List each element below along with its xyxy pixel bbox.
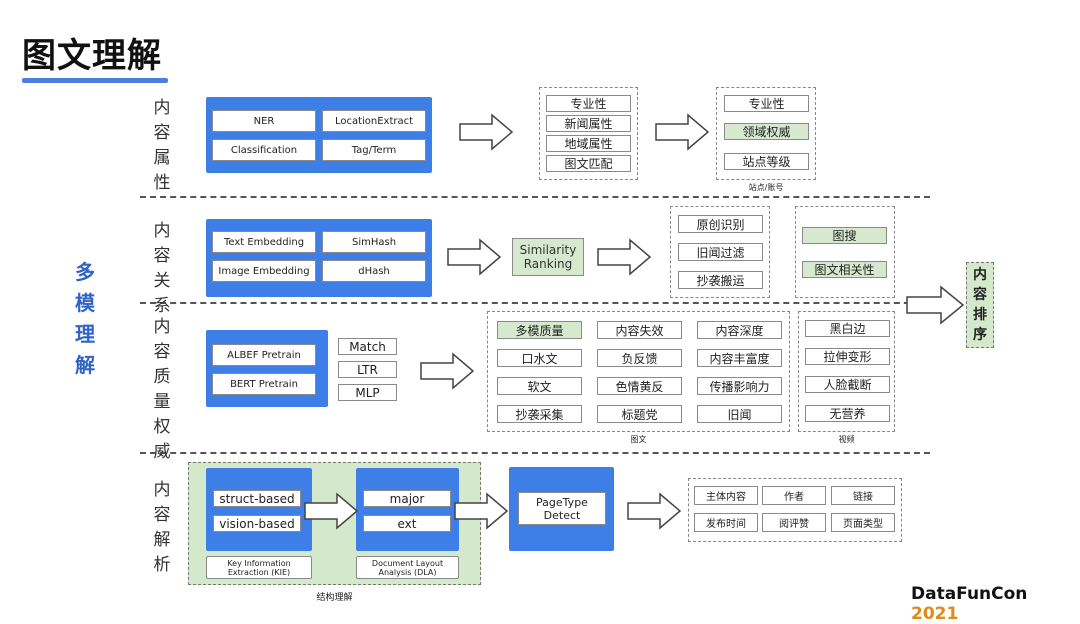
tag-term-box: Tag/Term: [322, 139, 426, 161]
quality-item: 口水文: [497, 349, 582, 367]
dhash-box: dHash: [322, 260, 426, 282]
row-label-attr: 内容 属性: [153, 98, 171, 193]
dla-caption: Document Layout Analysis (DLA): [356, 556, 459, 579]
row-label-quality: 内容 质量 权威: [153, 317, 171, 462]
site-out-3: 站点等级: [724, 153, 809, 170]
video-out-1: 黑白边: [805, 320, 890, 337]
pagetype-detect-box: PageType Detect: [518, 492, 606, 525]
row-separator: [140, 452, 930, 454]
quality-item: 色情黄反: [597, 377, 682, 395]
struct-based-box: struct-based: [213, 490, 301, 507]
arrow-relation-1: [447, 238, 502, 276]
parse-output-item: 主体内容: [694, 486, 758, 505]
vision-based-box: vision-based: [213, 515, 301, 532]
parse-output-item: 作者: [762, 486, 826, 505]
side-label: 多模 理解: [75, 260, 95, 377]
quality-item: 旧闻: [697, 405, 782, 423]
arrow-attr-2: [655, 113, 710, 151]
arrow-relation-2: [597, 238, 652, 276]
match-box: Match: [338, 338, 397, 355]
quality-item: 负反馈: [597, 349, 682, 367]
video-out-4: 无营养: [805, 405, 890, 422]
arrow-pagetype-output: [627, 492, 682, 530]
kie-caption: Key Information Extraction (KIE): [206, 556, 312, 579]
major-box: major: [363, 490, 451, 507]
arrow-final: [906, 285, 965, 325]
site-output-group: [716, 87, 816, 180]
attr-out-1: 专业性: [546, 95, 631, 112]
structure-caption: 结构理解: [316, 593, 353, 603]
row-separator: [140, 302, 930, 304]
video-out-3: 人脸截断: [805, 376, 890, 393]
relation-out-1: 原创识别: [678, 215, 763, 233]
relation-output-group: [670, 206, 770, 298]
quality-output-group: [487, 311, 790, 432]
attr-out-2: 新闻属性: [546, 115, 631, 132]
location-extract-box: LocationExtract: [322, 110, 426, 132]
quality-item: 软文: [497, 377, 582, 395]
parse-output-item: 发布时间: [694, 513, 758, 532]
quality-item: 内容深度: [697, 321, 782, 339]
site-caption: 站点/账号: [748, 183, 784, 192]
arrow-kie-dla: [304, 492, 359, 530]
simhash-box: SimHash: [322, 231, 426, 253]
title-underline: [22, 78, 168, 83]
row-label-relation: 内容 关系: [153, 221, 171, 316]
image-text-relevance-box: 图文相关性: [802, 261, 887, 278]
relation-out-3: 抄袭搬运: [678, 271, 763, 289]
ner-box: NER: [212, 110, 316, 132]
site-out-1: 专业性: [724, 95, 809, 112]
image-output-group: [795, 206, 895, 298]
similarity-ranking-box: Similarity Ranking: [512, 238, 584, 276]
video-output-group: [798, 311, 895, 432]
quality-item: 内容失效: [597, 321, 682, 339]
kie-panel: [206, 468, 312, 551]
page-title: 图文理解: [22, 36, 162, 76]
site-out-2: 领域权威: [724, 123, 809, 140]
parse-output-item: 页面类型: [831, 513, 895, 532]
relation-out-2: 旧闻过滤: [678, 243, 763, 261]
bert-pretrain-box: BERT Pretrain: [212, 373, 316, 395]
parse-output-item: 阅评赞: [762, 513, 826, 532]
arrow-dla-pagetype: [454, 492, 509, 530]
dla-panel: [356, 468, 459, 551]
ext-box: ext: [363, 515, 451, 532]
parse-output-group: [688, 478, 902, 542]
quality-item: 抄袭采集: [497, 405, 582, 423]
image-embedding-box: Image Embedding: [212, 260, 316, 282]
attr-out-3: 地域属性: [546, 135, 631, 152]
mlp-box: MLP: [338, 384, 397, 401]
quality-input-panel: [206, 330, 328, 407]
text-embedding-box: Text Embedding: [212, 231, 316, 253]
content-ranking-box: 内容 排序: [966, 262, 994, 348]
arrow-quality: [420, 352, 475, 390]
quality-caption: 图文: [630, 435, 647, 444]
ltr-box: LTR: [338, 361, 397, 378]
quality-item: 多模质量: [497, 321, 582, 339]
parse-output-item: 链接: [831, 486, 895, 505]
row-separator: [140, 196, 930, 198]
quality-item: 内容丰富度: [697, 349, 782, 367]
quality-item: 标题党: [597, 405, 682, 423]
footer-brand: DataFunCon 2021: [911, 584, 1028, 624]
attr-output-group: [539, 87, 638, 180]
video-caption: 视频: [838, 435, 855, 444]
arrow-attr-1: [459, 113, 514, 151]
classification-box: Classification: [212, 139, 316, 161]
albef-pretrain-box: ALBEF Pretrain: [212, 344, 316, 366]
quality-item: 传播影响力: [697, 377, 782, 395]
image-search-box: 图搜: [802, 227, 887, 244]
attr-out-4: 图文匹配: [546, 155, 631, 172]
video-out-2: 拉伸变形: [805, 348, 890, 365]
row-label-parse: 内容 解析: [153, 480, 171, 575]
attr-input-panel: [206, 97, 432, 173]
